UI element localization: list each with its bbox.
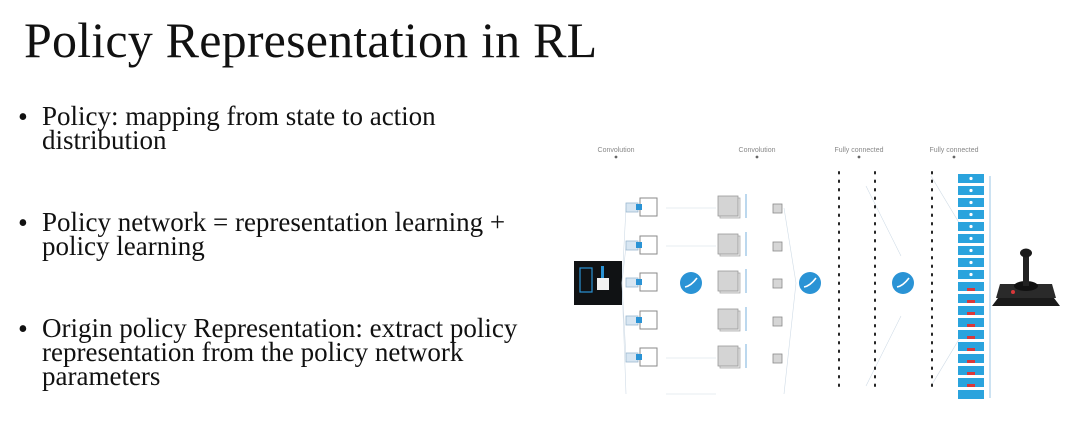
fc-neuron-columns — [838, 171, 933, 393]
output-action-units — [958, 174, 991, 399]
bullet-dot: • — [18, 102, 28, 133]
layer-markers — [614, 155, 956, 159]
bullet-text: Policy network = representation learning… — [42, 207, 506, 261]
network-svg: Convolution Convolution Fully connected … — [574, 147, 1060, 399]
connection-lines — [621, 175, 962, 395]
activation-icon — [680, 272, 702, 294]
pooling-squares — [772, 203, 783, 364]
conv1-feature-maps — [625, 197, 658, 367]
joystick-icon — [992, 248, 1060, 306]
bullet-text: Policy: mapping from state to action dis… — [42, 101, 436, 155]
layer-label-conv-2: Convolution — [739, 147, 776, 154]
activation-icon — [892, 272, 914, 294]
policy-network-diagram: Convolution Convolution Fully connected … — [566, 136, 1066, 406]
slide-title: Policy Representation in RL — [24, 12, 598, 68]
layer-label-fc-2: Fully connected — [929, 147, 978, 154]
layer-label-conv-1: Convolution — [598, 147, 635, 154]
layer-label-fc-1: Fully connected — [834, 147, 883, 154]
activation-icon — [799, 272, 821, 294]
bullet-dot: • — [18, 314, 28, 345]
bullet-dot: • — [18, 208, 28, 239]
conv2-feature-maps — [717, 194, 747, 369]
input-frame-image — [574, 261, 622, 305]
bullet-text: Origin policy Representation: extract po… — [42, 313, 518, 391]
